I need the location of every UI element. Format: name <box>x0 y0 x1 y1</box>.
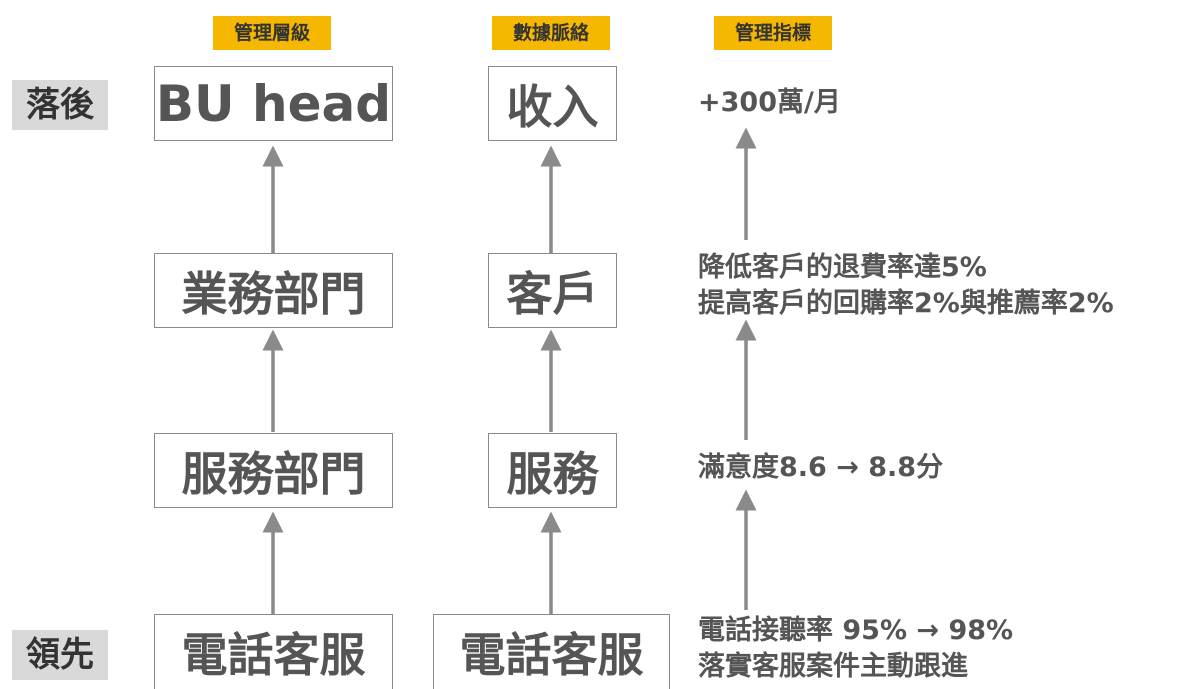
metric-revenue: +300萬/月 <box>698 85 841 121</box>
metric-call-center-line-2: 落實客服案件主動跟進 <box>698 651 968 682</box>
header-management-metric: 管理指標 <box>714 16 832 50</box>
side-label-lagging: 落後 <box>12 80 108 130</box>
metric-service-line: 滿意度8.6 → 8.8分 <box>698 452 944 483</box>
box-service-dept: 服務部門 <box>154 433 393 508</box>
metric-customer: 降低客戶的退費率達5% 提高客戶的回購率2%與推薦率2% <box>698 250 1114 322</box>
metric-revenue-line: +300萬/月 <box>698 87 841 118</box>
box-phone-support-data: 電話客服 <box>433 614 670 689</box>
box-phone-support-level: 電話客服 <box>154 614 393 689</box>
box-customer: 客戶 <box>488 253 617 328</box>
side-label-leading: 領先 <box>12 630 108 680</box>
box-service: 服務 <box>488 433 617 508</box>
metric-service: 滿意度8.6 → 8.8分 <box>698 450 943 486</box>
header-data-context: 數據脈絡 <box>492 16 610 50</box>
header-management-level: 管理層級 <box>213 16 331 50</box>
metric-customer-line-2: 提高客戶的回購率2%與推薦率2% <box>698 288 1114 319</box>
metric-call-center: 電話接聽率 95% → 98% 落實客服案件主動跟進 <box>698 613 1013 685</box>
metric-call-center-line-1: 電話接聽率 95% → 98% <box>698 615 1014 646</box>
metric-customer-line-1: 降低客戶的退費率達5% <box>698 252 987 283</box>
box-bu-head: BU head <box>154 66 393 141</box>
box-revenue: 收入 <box>488 66 617 141</box>
box-sales-dept: 業務部門 <box>154 253 393 328</box>
